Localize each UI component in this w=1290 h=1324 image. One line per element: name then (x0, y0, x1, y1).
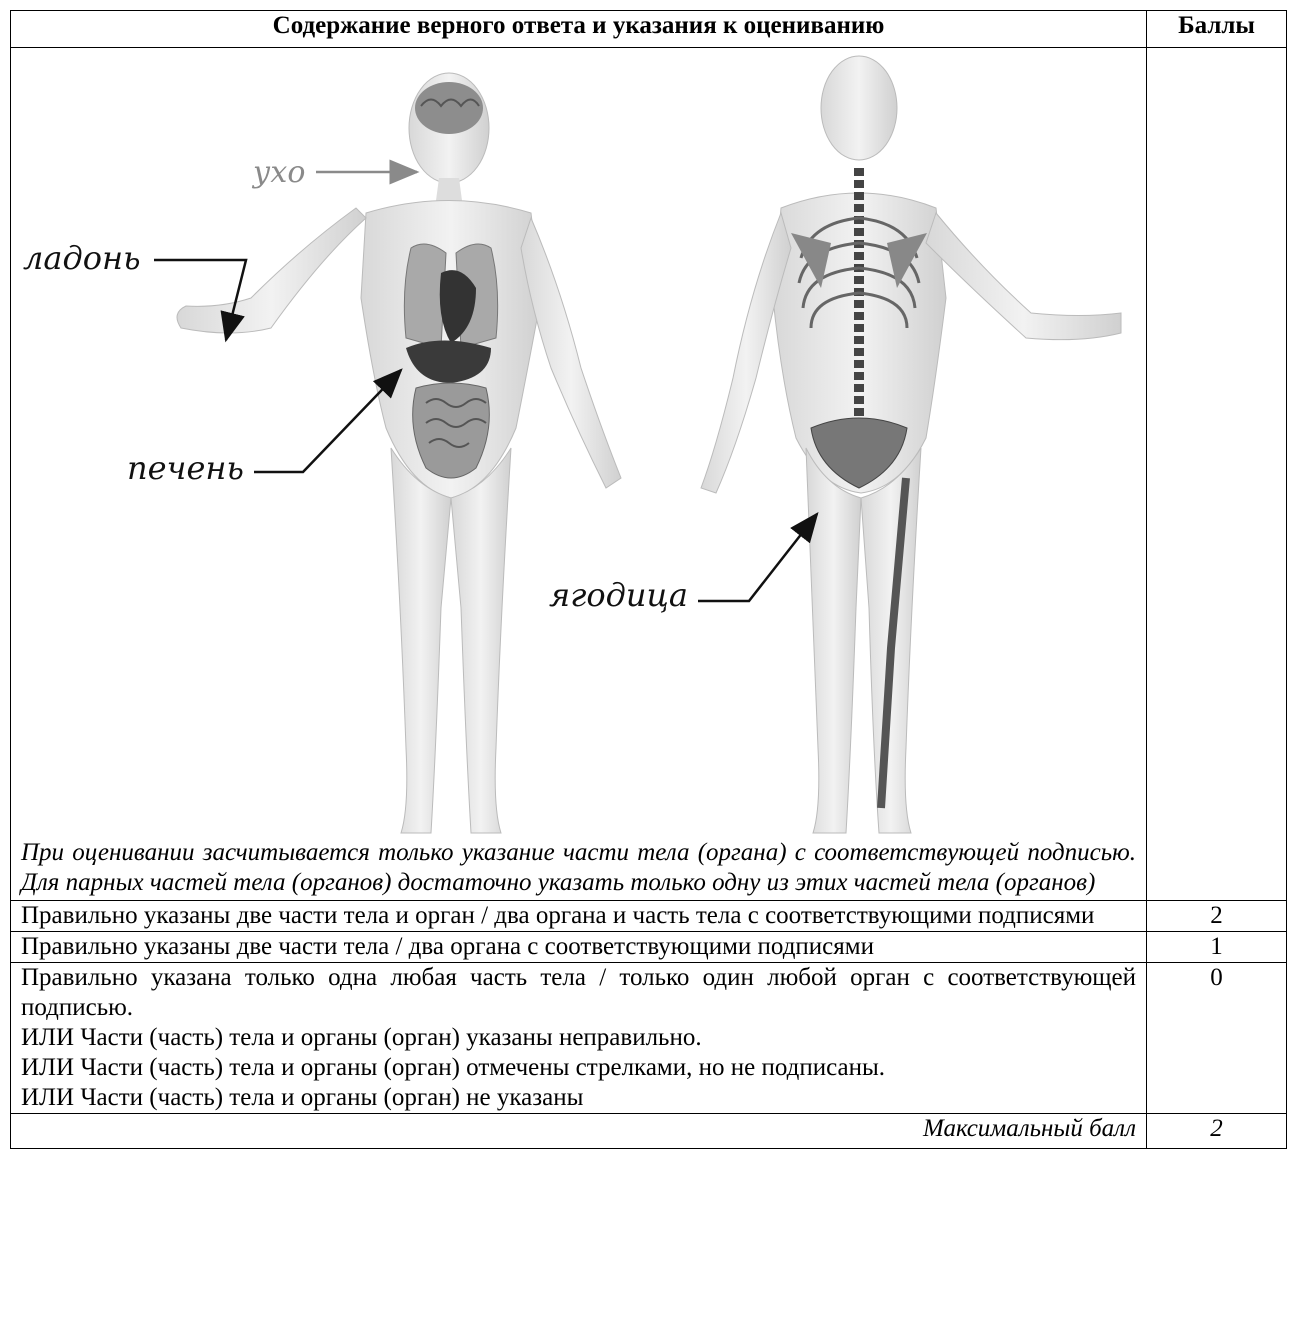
grading-note: При оценивании засчитывается только указ… (21, 838, 1136, 900)
back-body (701, 56, 1121, 833)
anatomy-figure: ухо ладонь печень ягодица (21, 48, 1137, 838)
criterion-line: Правильно указаны две части тела и орган… (21, 901, 1136, 931)
svg-text:ухо: ухо (251, 155, 305, 190)
criterion-line: Правильно указаны две части тела / два о… (21, 932, 1136, 962)
content-header: Содержание верного ответа и указания к о… (11, 11, 1147, 48)
criterion-score-0: 0 (1147, 963, 1287, 1114)
max-score-row: Максимальный балл 2 (11, 1114, 1287, 1149)
criterion-score-2: 2 (1147, 901, 1287, 932)
score-header: Баллы (1147, 11, 1287, 48)
criterion-line: ИЛИ Части (часть) тела и органы (орган) … (21, 1083, 1136, 1113)
label-buttock: ягодица (549, 514, 817, 614)
header-row: Содержание верного ответа и указания к о… (11, 11, 1287, 48)
figure-row: ухо ладонь печень ягодица (11, 48, 1287, 901)
criterion-row-1: Правильно указаны две части тела / два о… (11, 932, 1287, 963)
criterion-line: ИЛИ Части (часть) тела и органы (орган) … (21, 1053, 1136, 1083)
criterion-row-2: Правильно указаны две части тела и орган… (11, 901, 1287, 932)
criterion-text-0: Правильно указана только одна любая част… (11, 963, 1147, 1114)
criterion-score-1: 1 (1147, 932, 1287, 963)
criterion-line: Правильно указана только одна любая част… (21, 963, 1136, 1023)
svg-text:ладонь: ладонь (23, 239, 141, 277)
svg-text:ягодица: ягодица (549, 576, 688, 614)
max-score-label: Максимальный балл (11, 1114, 1147, 1149)
figure-cell: ухо ладонь печень ягодица (11, 48, 1147, 901)
criterion-row-0: Правильно указана только одна любая част… (11, 963, 1287, 1114)
buttock-arrow (698, 514, 817, 601)
max-score-value: 2 (1147, 1114, 1287, 1149)
label-ear: ухо (251, 155, 417, 190)
criterion-text-2: Правильно указаны две части тела и орган… (11, 901, 1147, 932)
grading-table: Содержание верного ответа и указания к о… (10, 10, 1287, 1149)
criterion-line: ИЛИ Части (часть) тела и органы (орган) … (21, 1023, 1136, 1053)
criterion-text-1: Правильно указаны две части тела / два о… (11, 932, 1147, 963)
figure-score-cell (1147, 48, 1287, 901)
svg-text:печень: печень (127, 449, 244, 487)
label-liver: печень (127, 370, 401, 487)
anatomy-illustration: ухо ладонь печень ягодица (21, 48, 1137, 838)
